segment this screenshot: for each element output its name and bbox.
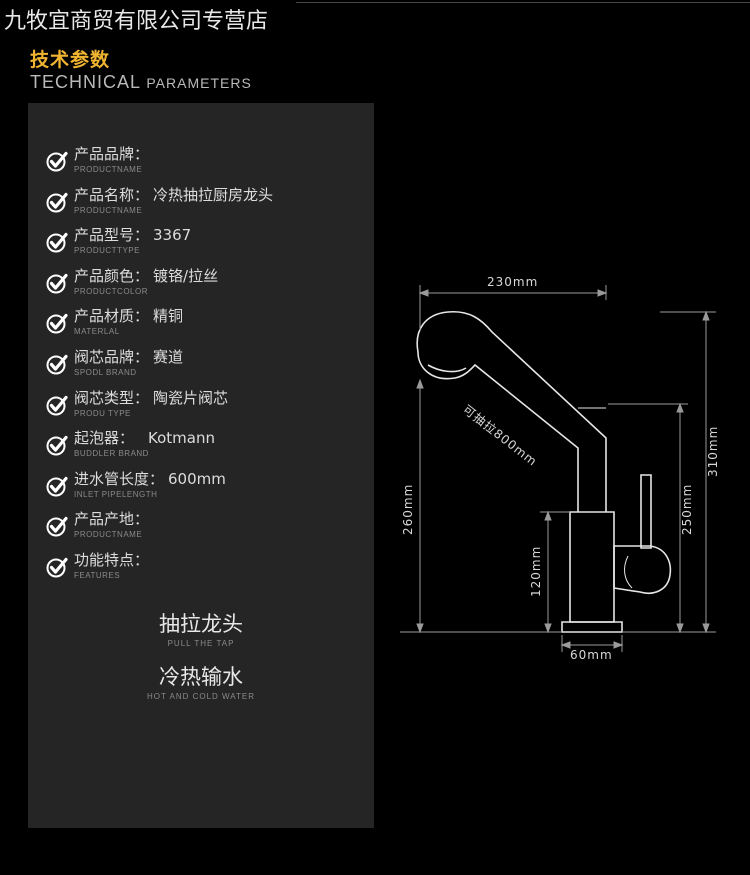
spec-item: 功能特点： FEATURES bbox=[46, 549, 153, 587]
spec-item: 产品材质：精铜 MATERLAL bbox=[46, 305, 183, 343]
feature-pull-tap: 抽拉龙头 PULL THE TAP bbox=[28, 608, 374, 648]
header-divider bbox=[296, 2, 750, 3]
spec-label: 产品品牌： bbox=[74, 145, 150, 163]
feature-title: 抽拉龙头 bbox=[159, 612, 243, 636]
spec-label-en: PRODUCTTYPE bbox=[74, 246, 140, 255]
store-name: 九牧宜商贸有限公司专营店 bbox=[4, 9, 269, 34]
spec-label-en: PRODUCTNAME bbox=[74, 206, 143, 215]
spec-label: 产品产地： bbox=[74, 510, 150, 528]
checkmark-icon bbox=[46, 516, 68, 537]
checkmark-icon bbox=[46, 395, 68, 416]
section-title-en-large: TECHNICAL bbox=[30, 72, 141, 92]
checkmark-icon bbox=[46, 476, 68, 497]
checkmark-icon bbox=[46, 151, 68, 172]
spec-panel: 产品品牌： PRODUCTNAME 产品名称：冷热抽拉厨房龙头 PRODUCTNAM… bbox=[28, 103, 374, 828]
checkmark-icon bbox=[46, 232, 68, 253]
spec-label-en: SPODL BRAND bbox=[74, 368, 137, 377]
spec-label-en: PRODUCTCOLOR bbox=[74, 287, 149, 296]
dim-label-250: 250mm bbox=[680, 484, 694, 535]
spec-item: 产品产地： PRODUCTNAME bbox=[46, 508, 153, 546]
spec-item: 产品品牌： PRODUCTNAME bbox=[46, 143, 153, 181]
spec-label-en: INLET PIPELENGTH bbox=[74, 490, 158, 499]
faucet-base-outline bbox=[561, 621, 623, 633]
spec-item: 阀芯类型：陶瓷片阀芯 PRODU TYPE bbox=[46, 387, 228, 425]
feature-title: 冷热输水 bbox=[159, 665, 243, 689]
spec-label: 产品材质： bbox=[74, 307, 150, 325]
dim-label-310: 310mm bbox=[706, 426, 720, 477]
spec-label: 产品型号： bbox=[74, 226, 150, 244]
checkmark-icon bbox=[46, 192, 68, 213]
spec-value: 赛道 bbox=[153, 348, 184, 366]
spec-label-en: MATERLAL bbox=[74, 327, 120, 336]
dim-label-260: 260mm bbox=[401, 484, 415, 535]
section-title-en-small: PARAMETERS bbox=[146, 75, 252, 91]
spec-label: 阀芯类型： bbox=[74, 389, 150, 407]
spec-value: Kotmann bbox=[148, 429, 215, 447]
checkmark-icon bbox=[46, 313, 68, 334]
spec-label-en: BUDDLER BRAND bbox=[74, 449, 149, 458]
spec-value: 冷热抽拉厨房龙头 bbox=[153, 186, 274, 204]
spec-label-en: PRODU TYPE bbox=[74, 409, 131, 418]
spec-item: 产品名称：冷热抽拉厨房龙头 PRODUCTNAME bbox=[46, 184, 273, 222]
spec-label-en: PRODUCTNAME bbox=[74, 530, 143, 539]
checkmark-icon bbox=[46, 273, 68, 294]
checkmark-icon bbox=[46, 435, 68, 456]
dim-label-120: 120mm bbox=[529, 546, 543, 597]
spec-label: 起泡器： bbox=[74, 429, 135, 447]
section-title-cn: 技术参数 bbox=[30, 49, 111, 71]
feature-subtitle: PULL THE TAP bbox=[167, 639, 235, 648]
spec-value: 陶瓷片阀芯 bbox=[153, 389, 229, 407]
spec-label: 进水管长度： bbox=[74, 470, 165, 488]
checkmark-icon bbox=[46, 354, 68, 375]
dim-label-230: 230mm bbox=[487, 275, 538, 289]
spec-label: 产品名称： bbox=[74, 186, 150, 204]
spec-label: 阀芯品牌： bbox=[74, 348, 150, 366]
spec-value: 精铜 bbox=[153, 307, 184, 325]
faucet-dimension-diagram: 230mm 可抽拉800mm 260mm 120mm 250mm 310mm 6… bbox=[400, 275, 720, 662]
spec-item: 产品颜色：镀铬/拉丝 PRODUCTCOLOR bbox=[46, 265, 218, 303]
faucet-body-outline bbox=[569, 511, 615, 623]
dim-label-60: 60mm bbox=[570, 648, 613, 662]
faucet-handle-outline bbox=[640, 474, 652, 549]
spec-value: 3367 bbox=[153, 226, 192, 244]
spec-label-en: PRODUCTNAME bbox=[74, 165, 143, 174]
spec-label-en: FEATURES bbox=[74, 571, 121, 580]
feature-subtitle: HOT AND COLD WATER bbox=[146, 692, 256, 701]
checkmark-icon bbox=[46, 557, 68, 578]
feature-hot-cold: 冷热输水 HOT AND COLD WATER bbox=[28, 661, 374, 701]
spec-label: 产品颜色： bbox=[74, 267, 150, 285]
spec-value: 镀铬/拉丝 bbox=[153, 267, 219, 285]
spec-label: 功能特点： bbox=[74, 551, 150, 569]
section-title-en: TECHNICAL PARAMETERS bbox=[30, 72, 252, 93]
spec-item: 阀芯品牌：赛道 SPODL BRAND bbox=[46, 346, 183, 384]
faucet-spout-outline bbox=[416, 310, 607, 512]
dim-label-pull-length: 可抽拉800mm bbox=[460, 402, 540, 469]
spec-value: 600mm bbox=[168, 470, 226, 488]
